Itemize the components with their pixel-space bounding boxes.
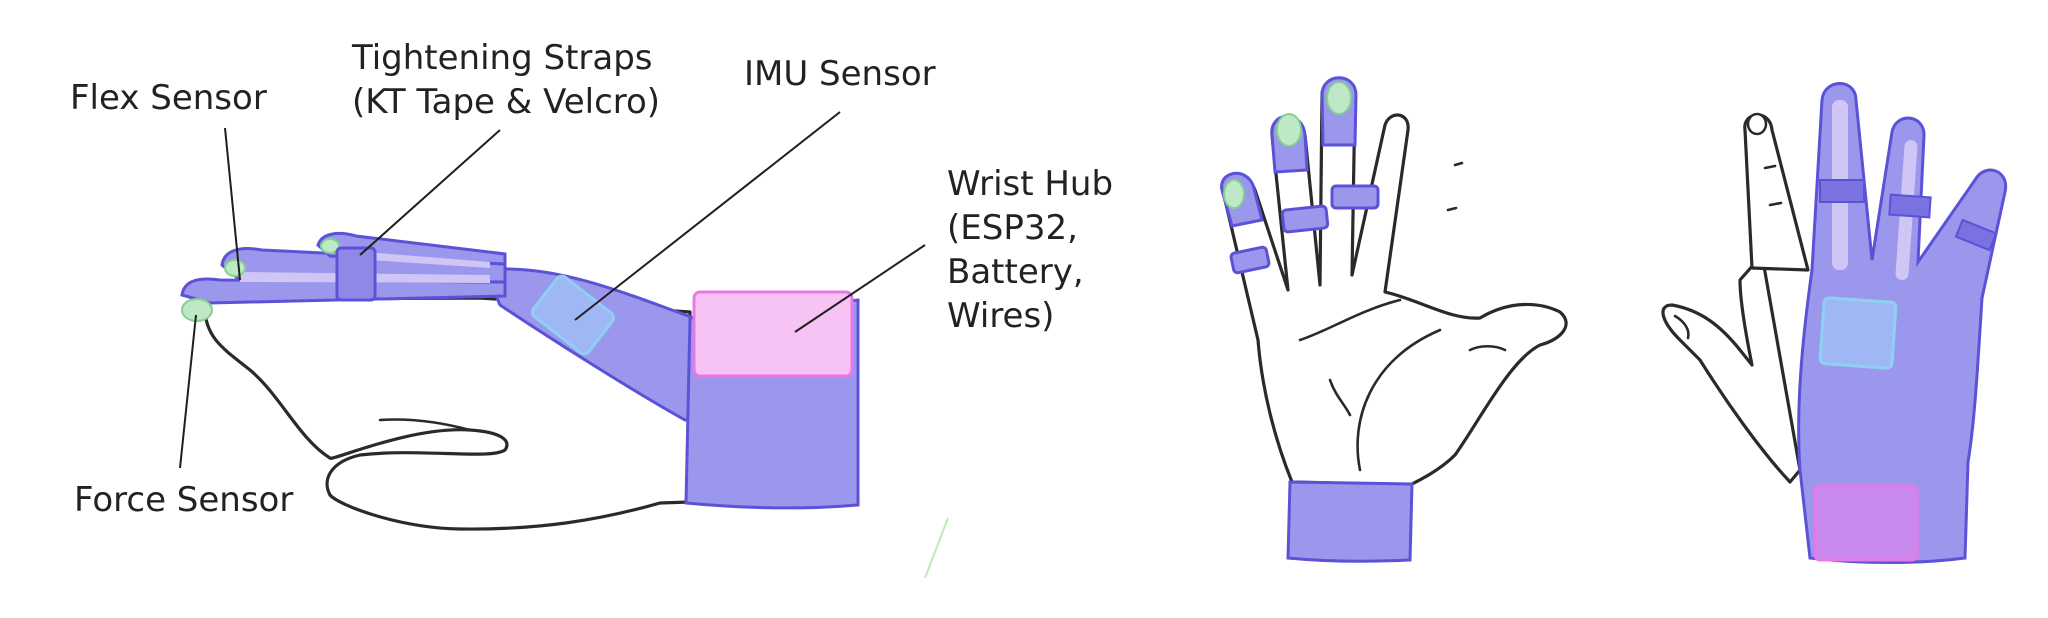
palm-wrist-cuff xyxy=(1286,480,1414,563)
palm-pad-ring xyxy=(1326,81,1352,115)
side-imu xyxy=(530,274,616,356)
label-tightening-straps: Tightening Straps (KT Tape & Velcro) xyxy=(352,36,660,124)
leader-force xyxy=(179,314,197,469)
side-force-pad-1 xyxy=(181,298,213,322)
label-wrist-hub-line1: Wrist Hub xyxy=(947,164,1114,204)
palm-strap-index xyxy=(1229,245,1271,275)
back-index-nail xyxy=(1746,112,1768,136)
side-force-pad-3 xyxy=(320,238,340,254)
label-imu-sensor: IMU Sensor xyxy=(744,54,936,94)
back-index-outline xyxy=(1743,113,1810,272)
palm-thumb-crease-2 xyxy=(1446,206,1458,212)
palm-pad-index xyxy=(1223,179,1245,209)
back-wrist-hub xyxy=(1813,484,1919,562)
back-view-hand xyxy=(1661,82,2008,564)
back-thumb-outline xyxy=(1661,253,1802,484)
leader-hub xyxy=(794,244,926,333)
label-wrist-hub-line3: Battery, xyxy=(947,252,1084,292)
palm-crease-4 xyxy=(1468,344,1507,352)
leader-imu xyxy=(574,111,841,321)
back-index-crease-1 xyxy=(1763,164,1777,170)
label-tightening-straps-line1: Tightening Straps xyxy=(352,38,653,78)
back-band-ring xyxy=(1888,193,1932,219)
side-thumb-crease xyxy=(378,418,472,432)
back-index-crease-2 xyxy=(1768,201,1783,207)
palm-crease-1 xyxy=(1298,298,1402,342)
side-flex-strip-2 xyxy=(340,250,490,268)
leader-flex xyxy=(224,127,241,281)
label-wrist-hub-line2: (ESP32, xyxy=(947,208,1078,248)
back-band-pinky xyxy=(1954,218,1998,252)
side-force-pad-2 xyxy=(224,259,246,277)
label-wrist-hub-line4: Wires) xyxy=(947,296,1055,336)
label-force-sensor: Force Sensor xyxy=(74,480,294,520)
side-wrist-hub xyxy=(692,290,854,378)
back-glove-body xyxy=(1797,82,2008,564)
label-wrist-hub: Wrist Hub (ESP32, Battery, Wires) xyxy=(947,162,1113,338)
palm-crease-3 xyxy=(1328,378,1352,417)
leader-straps xyxy=(359,129,501,256)
label-tightening-straps-line2: (KT Tape & Velcro) xyxy=(352,82,661,122)
palm-strap-middle xyxy=(1280,204,1330,234)
label-flex-sensor: Flex Sensor xyxy=(70,78,267,118)
side-hand-outline xyxy=(203,294,692,531)
palm-thumb-crease-1 xyxy=(1453,161,1464,167)
stray-green-stroke xyxy=(924,517,949,579)
back-thumb-crease xyxy=(1673,314,1690,340)
back-band-middle xyxy=(1819,179,1865,203)
palm-view-hand xyxy=(1220,76,1568,563)
side-strap xyxy=(335,246,377,302)
palm-pad-middle xyxy=(1276,113,1302,147)
palm-crease-2 xyxy=(1356,328,1442,472)
back-imu xyxy=(1818,296,1898,370)
palm-strap-ring xyxy=(1330,184,1380,210)
